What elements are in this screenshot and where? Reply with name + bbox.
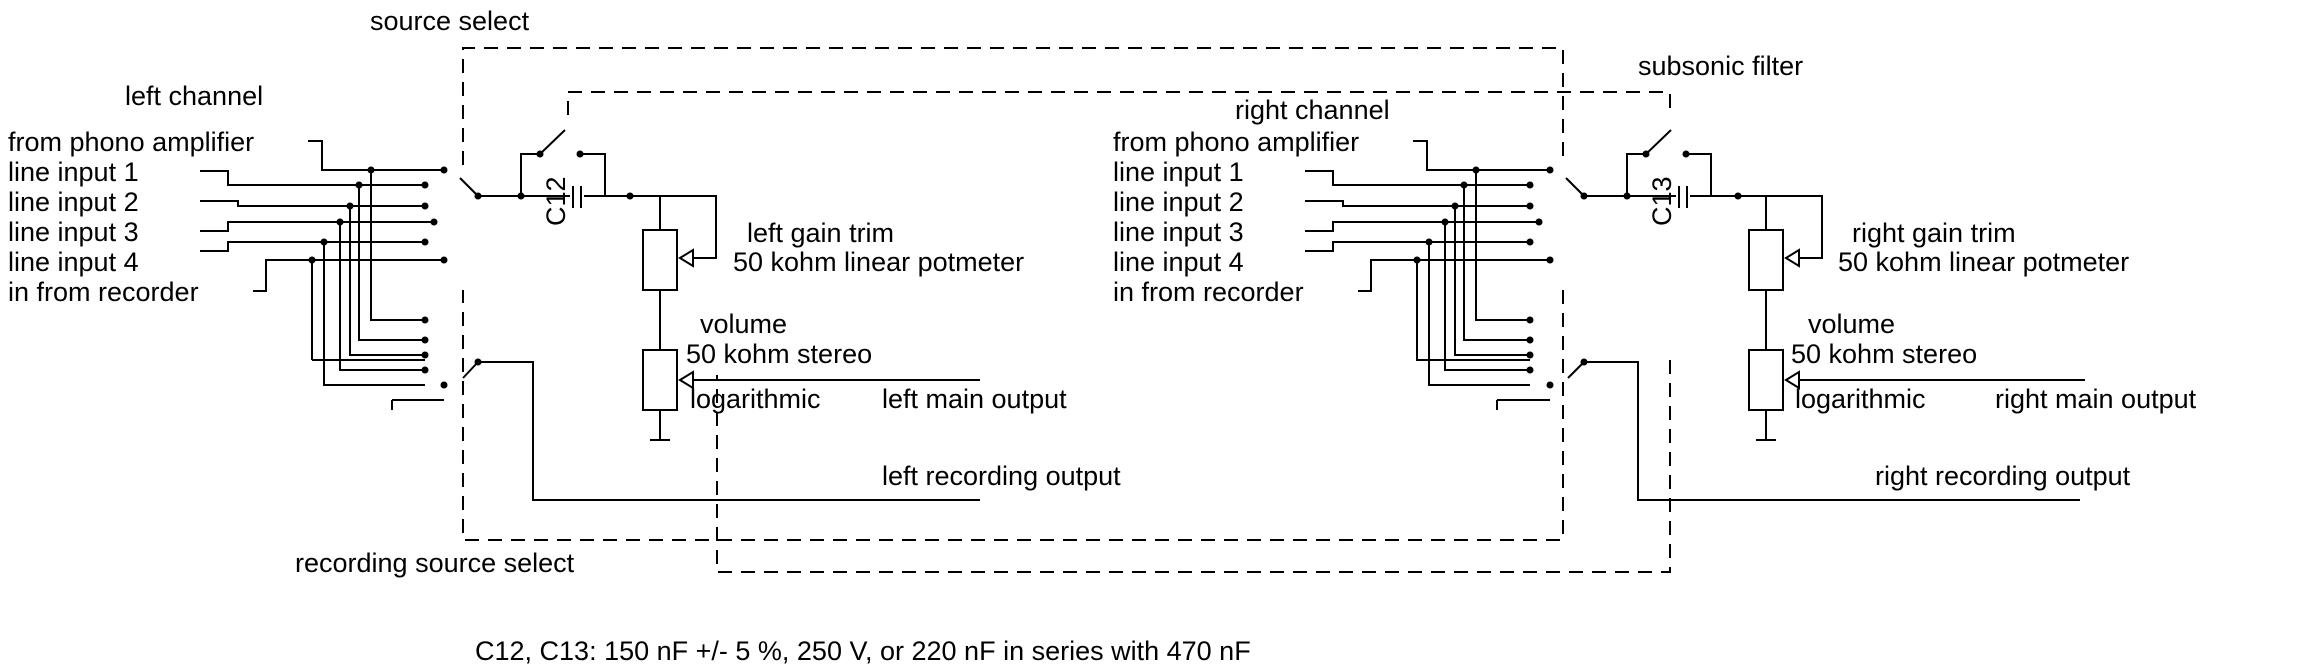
right-volume: volume 50 kohm stereo logarithmic right … (1748, 309, 2197, 441)
left-input-line2: line input 2 (8, 187, 139, 217)
right-input-recorder: in from recorder (1113, 277, 1304, 307)
right-recording-output: right recording output (1875, 461, 2131, 491)
left-channel-title: left channel (125, 81, 263, 111)
left-rec-switch (391, 316, 980, 501)
left-volume: volume 50 kohm stereo logarithmic left m… (642, 309, 1067, 441)
right-gain-trim: right gain trim 50 kohm linear potmeter (1748, 195, 2129, 350)
right-gain-trim-spec: 50 kohm linear potmeter (1838, 247, 2129, 277)
right-input-line4: line input 4 (1113, 247, 1244, 277)
right-volume-label: volume (1808, 309, 1895, 339)
right-input-phono: from phono amplifier (1113, 127, 1359, 157)
right-main-output: right main output (1995, 384, 2197, 414)
right-input-wiring (1305, 140, 1550, 386)
source-select-link (462, 47, 1564, 541)
subsonic-filter-link (567, 91, 1671, 573)
left-input-line4: line input 4 (8, 247, 139, 277)
right-input-line2: line input 2 (1113, 187, 1244, 217)
left-volume-spec2: logarithmic (690, 384, 821, 414)
left-source-switch (421, 166, 562, 264)
left-input-recorder: in from recorder (8, 277, 199, 307)
left-subsonic-filter: C12 (517, 129, 660, 226)
right-input-line1: line input 1 (1113, 157, 1244, 187)
footnote: C12, C13: 150 nF +/- 5 %, 250 V, or 220 … (475, 636, 1251, 666)
left-main-output: left main output (882, 384, 1067, 414)
left-channel: left channel from phono amplifier line i… (8, 81, 1121, 501)
right-gain-trim-label: right gain trim (1852, 218, 2016, 248)
right-input-line3: line input 3 (1113, 217, 1244, 247)
left-gain-trim-spec: 50 kohm linear potmeter (733, 247, 1024, 277)
right-rec-switch (1496, 316, 2080, 501)
left-cap-label: C12 (541, 176, 571, 226)
right-channel-title: right channel (1235, 95, 1390, 125)
subsonic-filter-label: subsonic filter (1638, 51, 1803, 81)
right-cap-label: C13 (1647, 176, 1677, 226)
left-input-phono: from phono amplifier (8, 127, 254, 157)
left-gain-trim: left gain trim 50 kohm linear potmeter (642, 195, 1024, 350)
right-volume-spec1: 50 kohm stereo (1791, 339, 1977, 369)
left-volume-spec1: 50 kohm stereo (686, 339, 872, 369)
recording-source-select-label: recording source select (295, 548, 575, 578)
source-select-label: source select (370, 6, 530, 36)
left-input-wiring (200, 140, 444, 386)
left-recording-output: left recording output (882, 461, 1121, 491)
right-channel: right channel from phono amplifier line … (1113, 95, 2197, 501)
right-subsonic-filter: C13 (1623, 129, 1766, 226)
left-input-line3: line input 3 (8, 217, 139, 247)
left-input-line1: line input 1 (8, 157, 139, 187)
mechanical-links (462, 47, 1671, 573)
left-volume-label: volume (700, 309, 787, 339)
left-gain-trim-label: left gain trim (747, 218, 894, 248)
right-volume-spec2: logarithmic (1795, 384, 1926, 414)
